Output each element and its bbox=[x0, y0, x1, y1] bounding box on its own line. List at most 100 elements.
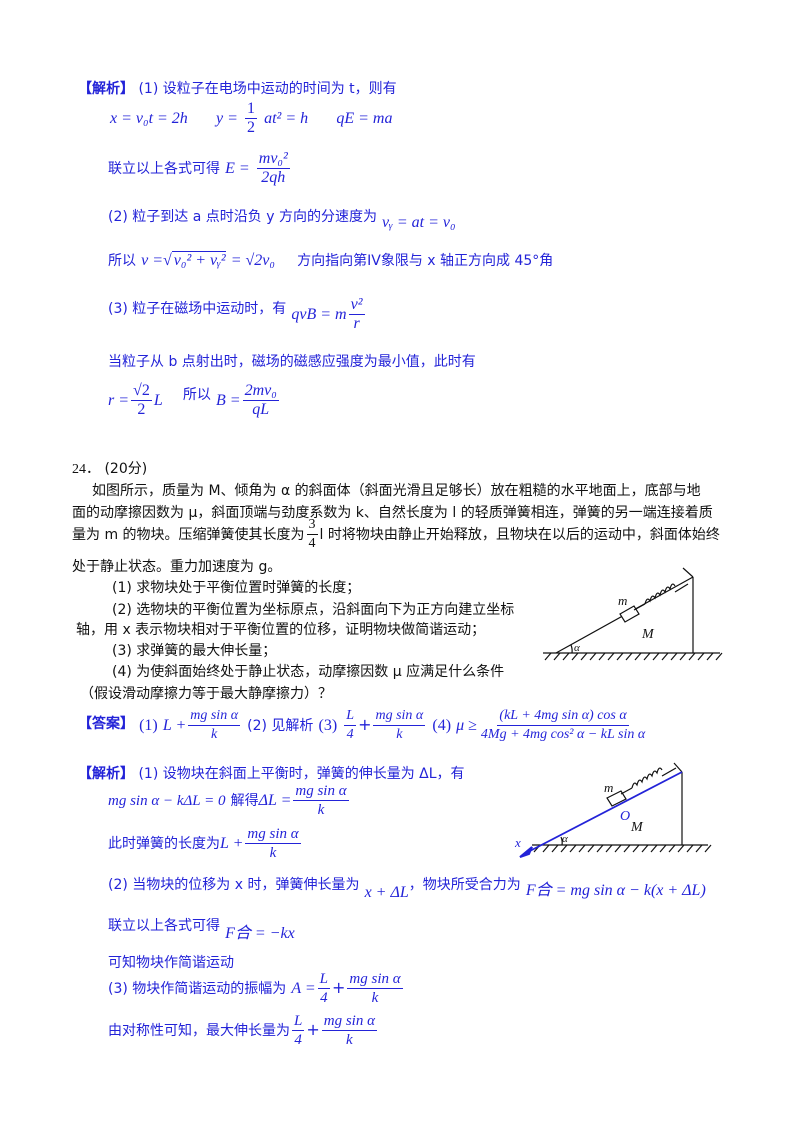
text: (2) 粒子到达 a 点时沿负 y 方向的分速度为 bbox=[108, 209, 377, 225]
fraction-num: mg sin α bbox=[373, 707, 426, 726]
text: 此时弹簧的长度为 bbox=[108, 836, 220, 852]
fraction-num: mg sin α bbox=[293, 783, 349, 801]
equation-rhs: = √2v₀ bbox=[230, 252, 275, 269]
text: 方向指向第IV象限与 x 轴正方向成 45°角 bbox=[297, 253, 554, 269]
equation-lhs: B = bbox=[216, 392, 241, 409]
fraction-den: k bbox=[211, 727, 218, 742]
text: 所以 bbox=[108, 253, 136, 269]
fraction-num: L bbox=[292, 1013, 305, 1031]
text: l 时将物块由静止开始释放，且物块在以后的运动中，斜面体始终 bbox=[319, 527, 720, 543]
label-O: O bbox=[620, 809, 630, 824]
equation-lhs: A = bbox=[291, 980, 316, 997]
text: (3) 粒子在磁场中运动时，有 bbox=[108, 301, 287, 317]
text: 当粒子从 b 点射出时，磁场的磁感应强度为最小值，此时有 bbox=[108, 354, 476, 370]
fraction-den: 4Mg + 4mg cos² α − kL sin α bbox=[480, 727, 646, 742]
fraction-num: (kL + 4mg sin α) cos α bbox=[497, 707, 629, 726]
equation: qE = ma bbox=[336, 110, 393, 127]
text: (1) 设粒子在电场中运动的时间为 t，则有 bbox=[138, 81, 397, 97]
fraction-num: L bbox=[317, 971, 330, 989]
answer-4-label: (4) bbox=[432, 717, 452, 734]
problem-number: 24． bbox=[72, 462, 100, 477]
question-3: (3) 求弹簧的最大伸长量； bbox=[112, 643, 277, 659]
equation-lhs: y = bbox=[216, 110, 238, 127]
equation: F合 = mg sin α − k(x + ΔL) bbox=[525, 882, 706, 899]
question-4-cont: （假设滑动摩擦力等于最大静摩擦力）？ bbox=[80, 686, 332, 702]
text: 联立以上各式可得 bbox=[108, 918, 220, 934]
fraction-den: k bbox=[346, 1032, 353, 1048]
fraction-den: r bbox=[353, 315, 360, 332]
fraction-num: mv₀² bbox=[256, 150, 290, 169]
incline-axis-figure: m O M α x bbox=[514, 762, 712, 858]
expr: x + ΔL bbox=[364, 884, 409, 901]
fraction-num: mg sin α bbox=[321, 1013, 377, 1031]
text: 联立以上各式可得 bbox=[108, 161, 220, 177]
label-M: M bbox=[630, 820, 644, 835]
fraction-den: k bbox=[371, 990, 379, 1006]
fraction-num: v² bbox=[348, 296, 365, 315]
problem-score: (20分) bbox=[104, 461, 148, 477]
text: (2) 当物块的位移为 x 时，弹簧伸长量为 bbox=[108, 877, 360, 893]
incline-figure: m M α bbox=[543, 567, 723, 661]
fraction-num: 3 bbox=[306, 516, 318, 535]
fraction-den: qL bbox=[252, 401, 270, 418]
fraction-num: mg sin α bbox=[245, 826, 301, 844]
equation-rhs: L bbox=[153, 392, 163, 409]
equation: mg sin α − kΔL = 0 bbox=[108, 793, 226, 809]
solution-line1: 【解析】 (1) 设物块在斜面上平衡时，弹簧的伸长量为 ΔL，有 bbox=[78, 763, 465, 783]
text: 所以 bbox=[182, 387, 211, 403]
answer-1-label: (1) bbox=[139, 717, 158, 734]
problem-stem: 如图所示，质量为 M、倾角为 α 的斜面体（斜面光滑且足够长）放在粗糙的水平地面… bbox=[92, 483, 701, 499]
text: 可知物块作简谐运动 bbox=[108, 955, 234, 971]
equation-rhs: at² = h bbox=[264, 110, 309, 127]
fraction-num: mg sin α bbox=[188, 707, 241, 726]
text: 解得 bbox=[230, 793, 259, 809]
fraction-den: 2qh bbox=[261, 169, 286, 186]
answer-1-expr: L + bbox=[162, 717, 187, 734]
label-x: x bbox=[514, 835, 521, 850]
problem-header: 24． (20分) bbox=[72, 458, 147, 478]
sqrt-expression: v₀² + vᵧ² bbox=[171, 251, 226, 269]
answer-4-expr: μ ≥ bbox=[456, 717, 477, 734]
velocity-line: (2) 粒子到达 a 点时沿负 y 方向的分速度为 vᵧ = at = v₀ bbox=[108, 206, 456, 231]
expr: L + bbox=[220, 835, 244, 852]
text: ，物块所受合力为 bbox=[408, 877, 521, 893]
label-alpha: α bbox=[574, 642, 580, 654]
equation-lhs: r = bbox=[108, 392, 130, 409]
label-M: M bbox=[641, 627, 655, 642]
text: (1) 设物块在斜面上平衡时，弹簧的伸长量为 ΔL，有 bbox=[138, 766, 465, 782]
answer-2: (2) 见解析 bbox=[247, 718, 314, 734]
speed-line: 所以 v =√v₀² + vᵧ² = √2v₀ 方向指向第IV象限与 x 轴正方… bbox=[108, 251, 554, 269]
text: (3) 物块作简谐运动的振幅为 bbox=[108, 981, 287, 997]
equation: x = v₀t = 2h bbox=[110, 110, 188, 127]
answer-3-label: (3) bbox=[318, 717, 338, 734]
equation-lhs: qvB = m bbox=[291, 306, 347, 323]
fraction-num: mg sin α bbox=[347, 971, 403, 989]
label-m: m bbox=[604, 780, 613, 795]
question-1: (1) 求物块处于平衡位置时弹簧的长度； bbox=[112, 580, 361, 596]
fraction-den: k bbox=[317, 802, 325, 818]
fraction-den: 4 bbox=[294, 1032, 302, 1048]
analysis-tag: 【解析】 bbox=[78, 81, 134, 97]
fraction-den: k bbox=[396, 727, 403, 742]
equation: F合 = −kx bbox=[225, 925, 295, 942]
question-4: (4) 为使斜面始终处于静止状态，动摩擦因数 μ 应满足什么条件 bbox=[112, 664, 505, 680]
solution-prev-line1: 【解析】 (1) 设粒子在电场中运动的时间为 t，则有 bbox=[78, 78, 397, 98]
equation-lhs: v = bbox=[141, 252, 163, 269]
fraction-num: L bbox=[344, 707, 357, 726]
analysis-tag: 【解析】 bbox=[78, 766, 134, 782]
label-alpha: α bbox=[562, 833, 568, 845]
text: 由对称性可知，最大伸长量为 bbox=[108, 1023, 290, 1039]
question-2: (2) 选物块的平衡位置为坐标原点，沿斜面向下为正方向建立坐标 bbox=[112, 602, 515, 618]
question-2-cont: 轴，用 x 表示物块相对于平衡位置的位移，证明物块做简谐运动； bbox=[76, 622, 486, 638]
fraction-den: k bbox=[269, 845, 277, 861]
displacement-line: (2) 当物块的位移为 x 时，弹簧伸长量为 x + ΔL，物块所受合力为 F合… bbox=[108, 870, 706, 901]
label-m: m bbox=[618, 593, 627, 608]
